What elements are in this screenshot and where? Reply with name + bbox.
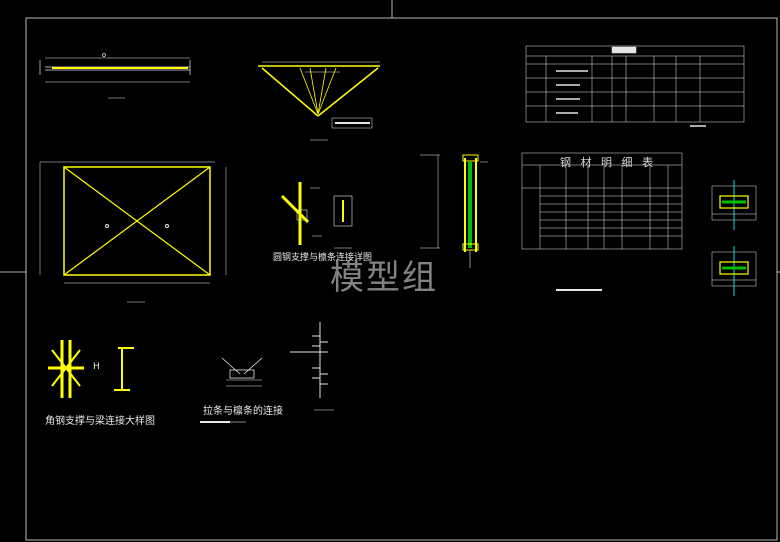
schedule-table-top: [525, 45, 745, 127]
tag-brace-h: H: [93, 362, 100, 372]
angle-steel-brace-detail: [48, 340, 134, 398]
watermark-text: 模型组: [330, 258, 438, 298]
tie-rod-purlin-detail: [200, 357, 263, 423]
column-section-detail-2: [711, 246, 757, 296]
column-section-detail-1: [711, 180, 757, 230]
vertical-column-detail: [420, 154, 488, 268]
beam-elevation: [39, 53, 191, 99]
material-table: [521, 152, 683, 250]
label-round-steel-brace: 圆钢支撑与檩条连接详图: [273, 253, 373, 263]
label-tie-rod-purlin: 拉条与檩条的连接: [203, 406, 283, 417]
material-table-title: 钢 材 明 细 表: [560, 156, 656, 169]
round-steel-brace-detail: [280, 182, 353, 249]
label-angle-steel-brace: 角钢支撑与梁连接大样图: [45, 416, 155, 427]
bracing-plan: [39, 161, 227, 303]
truss-detail: [258, 61, 380, 141]
purlin-cross-detail: [290, 322, 334, 411]
